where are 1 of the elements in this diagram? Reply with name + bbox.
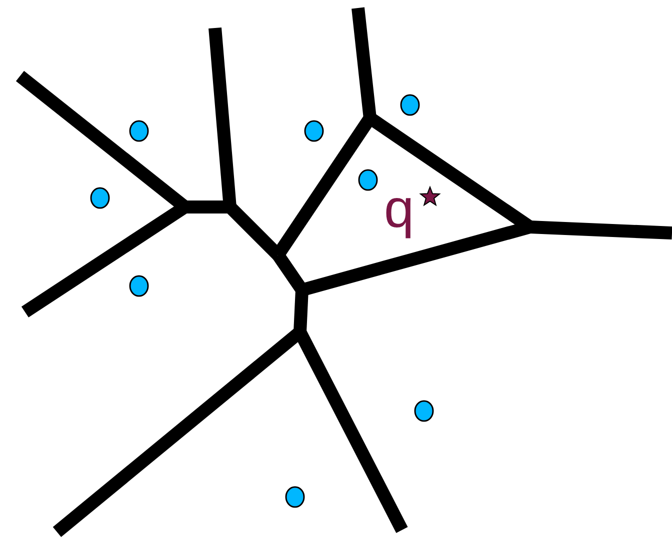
point-label: q bbox=[384, 182, 414, 236]
